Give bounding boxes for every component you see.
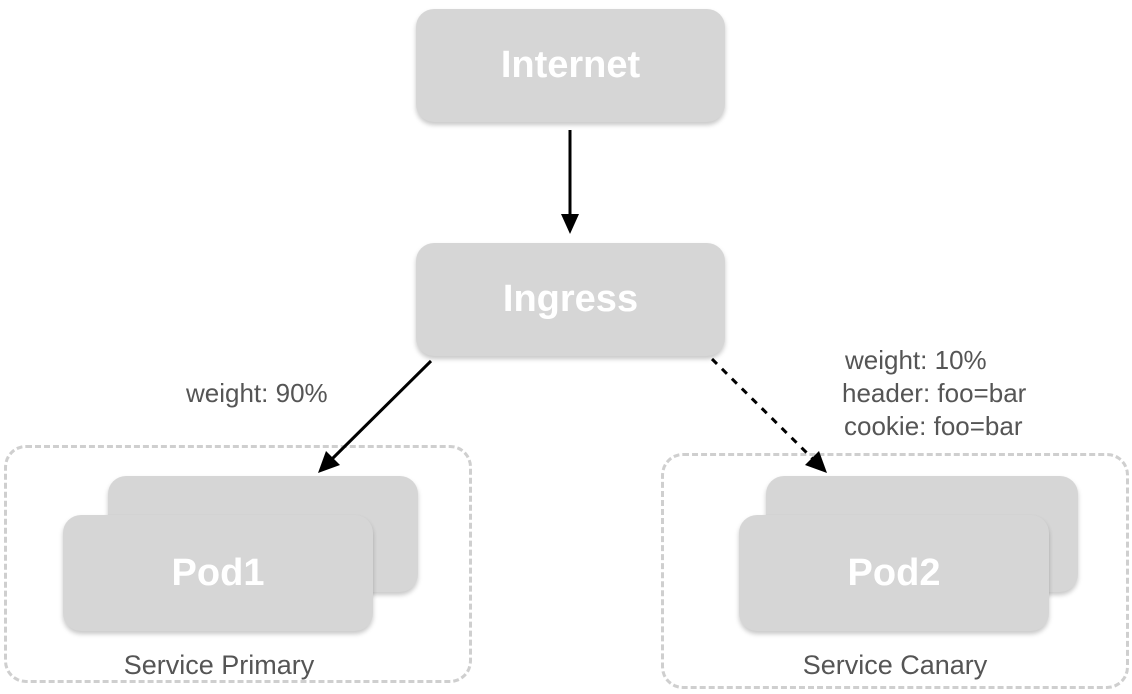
pod2-node: Pod2 [739,515,1049,631]
pod1-label: Pod1 [171,551,265,594]
ingress-node: Ingress [416,243,725,356]
ingress-to-pod2-arrow [710,357,816,462]
service-primary-label: Service Primary [123,650,315,680]
internet-to-ingress-arrowhead [561,214,579,234]
internet-node: Internet [416,9,725,122]
pod2-label: Pod2 [847,551,941,594]
canary-cookie-label: cookie: foo=bar [844,411,1023,441]
ingress-to-pod2-arrowhead [805,451,827,473]
canary-header-label: header: foo=bar [842,378,1027,408]
primary-weight-label: weight: 90% [186,378,328,408]
service-primary-container [4,445,472,683]
ingress-to-pod1-arrow [329,359,433,462]
service-canary-container [661,453,1129,689]
ingress-to-pod1-arrowhead [318,451,340,473]
canary-weight-label: weight: 10% [845,345,987,375]
pod1-node: Pod1 [63,515,373,631]
ingress-label: Ingress [502,278,639,320]
internet-label: Internet [500,44,641,86]
service-canary-label: Service Canary [802,650,988,680]
